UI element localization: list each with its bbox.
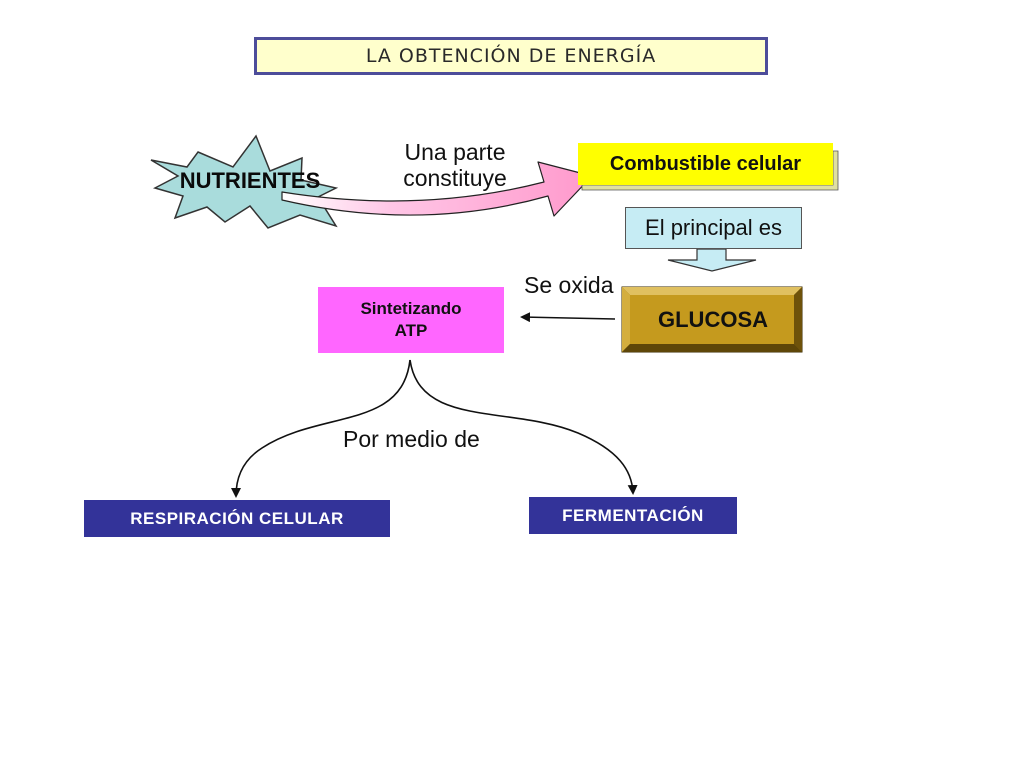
link-label-una-parte-line2: constituye [403,165,507,192]
node-sintetizando-atp: Sintetizando ATP [318,287,504,353]
pink-curved-arrow [281,161,593,217]
glucosa-bevel-box [621,286,803,353]
branch-arrow-respiracion [231,359,411,498]
node-atp-line1: Sintetizando [360,298,462,318]
node-respiracion-celular: RESPIRACIÓN CELULAR [84,500,390,537]
node-fermentacion: FERMENTACIÓN [529,497,737,534]
combustible-shadow [581,150,839,191]
branch-arrow-fermentacion [409,359,638,495]
diagram-title-text: LA OBTENCIÓN DE ENERGÍA [365,45,657,67]
node-atp-line2: ATP [394,321,428,340]
link-label-una-parte-line1: Una parte [404,139,506,165]
node-combustible-celular: Combustible celular [578,143,833,185]
down-block-arrow [667,248,757,272]
node-nutrientes: NUTRIENTES [179,168,321,193]
node-el-principal-es: El principal es [625,207,802,249]
node-glucosa: GLUCOSA [658,307,768,332]
nutrientes-starburst [150,134,339,229]
oxidation-arrow [520,312,616,323]
link-label-una-parte: Una parte constituye [386,139,524,192]
link-label-se-oxida: Se oxida [524,272,614,298]
link-label-por-medio-de: Por medio de [343,426,480,452]
diagram-title: LA OBTENCIÓN DE ENERGÍA [254,37,768,75]
